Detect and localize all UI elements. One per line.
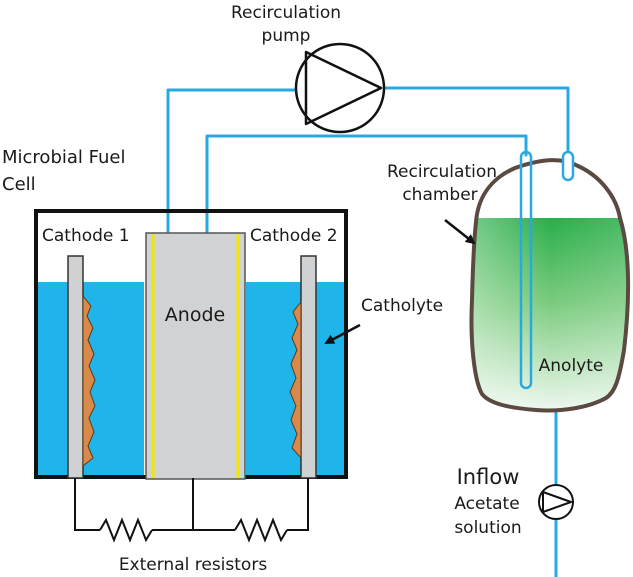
cathode-2-biofilm: [289, 300, 302, 460]
label-external-resistors: External resistors: [119, 555, 268, 575]
wire-anode: [152, 478, 235, 531]
wire-cathode-1: [74, 478, 100, 531]
chamber-pointer-arrow: [444, 219, 476, 245]
cathode-1-body: [67, 255, 84, 479]
recirculation-chamber: [469, 150, 631, 413]
label-chamber-line1: Recirculation: [387, 162, 497, 182]
chamber-return-tube: [561, 150, 575, 182]
pump-triangle-icon[interactable]: [294, 42, 386, 134]
external-circuit: [74, 478, 309, 543]
resistor-2: [234, 517, 288, 543]
label-cathode-2: Cathode 2: [250, 226, 338, 246]
tube-pump-to-anode: [166, 88, 299, 234]
chamber-anolyte-sheen: [471, 218, 629, 411]
label-acetate-line2: solution: [454, 518, 521, 538]
fuel-cell: [34, 209, 348, 480]
wire-cathode-2: [287, 478, 309, 531]
label-pump-line1: Recirculation: [231, 3, 341, 23]
label-cathode-1: Cathode 1: [42, 226, 130, 246]
label-anolyte: Anolyte: [539, 356, 604, 376]
label-acetate-line1: Acetate: [454, 494, 519, 514]
cathode-1-biofilm: [82, 294, 96, 468]
label-catholyte: Catholyte: [361, 296, 443, 316]
label-mfc-line2: Cell: [2, 174, 36, 195]
chamber-outline: [469, 158, 631, 413]
chamber-dip-tube: [519, 150, 533, 390]
inflow-pump-triangle-icon[interactable]: [538, 484, 574, 520]
label-pump-line2: pump: [262, 26, 311, 46]
tubing: [166, 86, 570, 577]
tube-anode-to-chamber: [205, 134, 528, 234]
resistor-1: [99, 517, 153, 543]
cathode-2-body: [300, 255, 317, 479]
label-inflow: Inflow: [457, 465, 520, 489]
label-mfc-line1: Microbial Fuel: [2, 147, 125, 168]
tube-pump-to-chamber: [380, 86, 570, 160]
label-anode: Anode: [165, 304, 225, 326]
anode-body: [145, 232, 246, 480]
label-chamber-line2: chamber: [402, 185, 477, 205]
catholyte-pointer-arrow: [324, 323, 361, 345]
